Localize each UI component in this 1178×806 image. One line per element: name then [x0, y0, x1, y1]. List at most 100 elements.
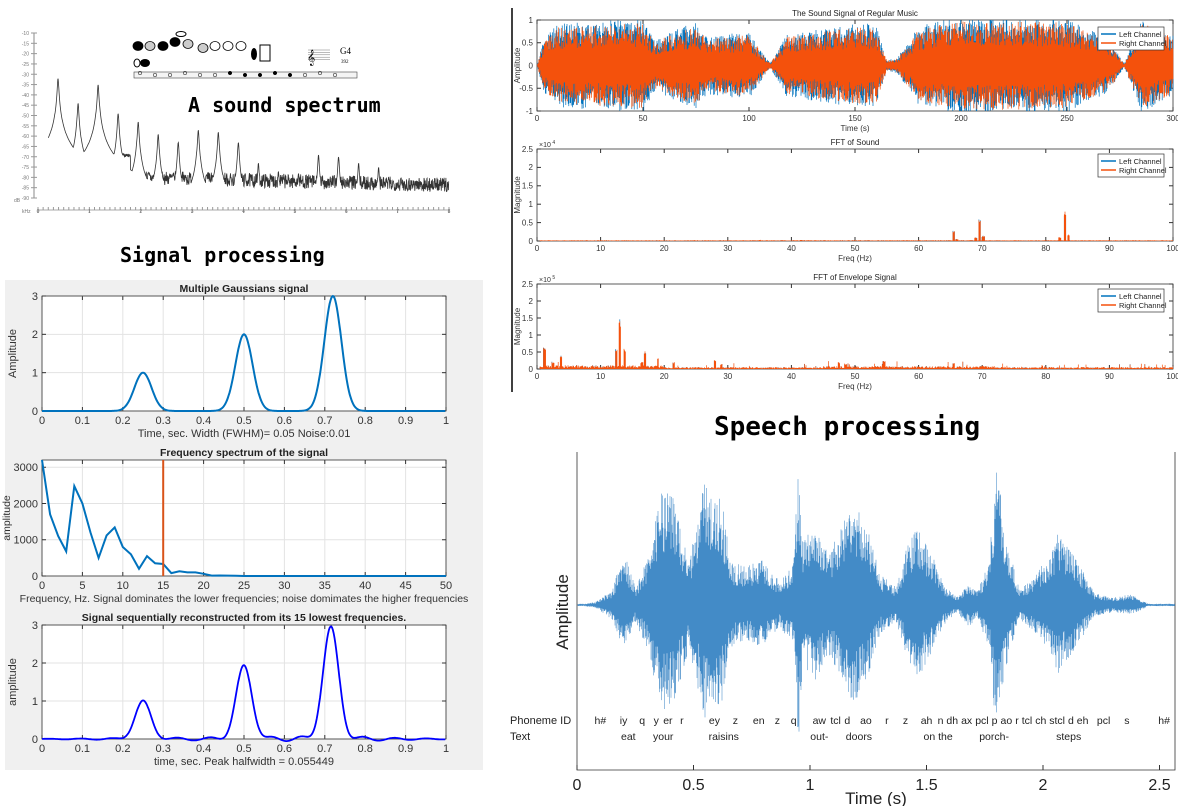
key-dot [317, 70, 323, 76]
x-tick-label: 0 [535, 244, 540, 253]
y-tick-label: -1 [526, 107, 534, 116]
y-tick-label: 1 [529, 16, 534, 25]
phoneme-label: y [654, 715, 660, 727]
phoneme-label: tcl [830, 715, 841, 727]
y-unit-label: dB [14, 198, 21, 204]
phoneme-label: z [775, 715, 780, 727]
x-tick-label: 0 [37, 209, 40, 215]
y-tick-label: 1 [529, 331, 534, 340]
x-tick-label: 50 [639, 114, 648, 123]
x-tick-label: 0.2 [115, 743, 130, 755]
x-tick-label: 0.6 [277, 743, 292, 755]
phoneme-label: pcl [975, 715, 988, 727]
y-tick-label: -45 [22, 103, 29, 109]
y-axis-label: Amplitude [553, 574, 572, 650]
x-tick-label: 90 [1105, 372, 1114, 381]
x-tick-label: 7 [396, 209, 399, 215]
x-tick-label: 1 [88, 209, 91, 215]
phoneme-label: ch [1035, 715, 1046, 727]
x-tick-label: 1.5 [915, 777, 937, 794]
word-label: your [653, 731, 674, 743]
key-dot [287, 72, 293, 78]
key-dot [152, 72, 158, 78]
x-tick-label: 100 [742, 114, 756, 123]
y-tick-label: 2 [32, 658, 38, 670]
x-axis-label: time, sec. Peak halfwidth = 0.055449 [154, 756, 334, 768]
x-tick-label: 60 [914, 372, 923, 381]
note-head [157, 41, 169, 51]
x-tick-label: 0 [535, 114, 540, 123]
y-tick-label: 2000 [14, 498, 38, 510]
x-tick-label: 0.5 [236, 415, 251, 427]
x-tick-label: 3 [191, 209, 194, 215]
note-box [259, 44, 271, 62]
key-dot [167, 72, 173, 78]
x-tick-label: 80 [1041, 372, 1050, 381]
phoneme-label: z [733, 715, 738, 727]
x-tick-label: 0 [39, 415, 45, 427]
x-tick-label: 20 [660, 244, 669, 253]
x-tick-label: 0.7 [317, 415, 332, 427]
x-tick-label: 5 [79, 580, 85, 592]
y-tick-label: 2 [529, 297, 534, 306]
phoneme-label: tcl [1022, 715, 1032, 727]
x-tick-label: 35 [319, 580, 331, 592]
phoneme-label: en [753, 715, 765, 727]
plot-frame [41, 295, 447, 412]
x-tick-label: 60 [914, 244, 923, 253]
y-tick-label: 1 [32, 696, 38, 708]
phoneme-label: r [680, 715, 684, 727]
legend-label-right: Right Channel [1119, 166, 1167, 175]
phoneme-label: er [663, 715, 673, 727]
x-tick-label: 0.6 [277, 415, 292, 427]
x-tick-label: 2 [139, 209, 142, 215]
x-tick-label: 30 [278, 580, 290, 592]
x-tick-label: 45 [399, 580, 411, 592]
phoneme-label: z [903, 715, 908, 727]
word-label: eat [621, 731, 636, 743]
x-tick-label: 200 [954, 114, 968, 123]
legend-label-left: Left Channel [1119, 292, 1162, 301]
y-tick-label: 2 [32, 329, 38, 341]
note-head [251, 48, 257, 60]
row-label-phoneme: Phoneme ID [510, 715, 571, 727]
phoneme-label: q [639, 715, 645, 727]
y-tick-label: 2.5 [522, 280, 534, 289]
x-axis-label: Time, sec. Width (FWHM)= 0.05 Noise:0.01 [138, 428, 351, 440]
x-tick-label: 0.2 [115, 415, 130, 427]
right-channel-line [539, 321, 1174, 369]
y-tick-label: 1 [32, 368, 38, 380]
y-tick-label: -65 [22, 144, 29, 150]
x-tick-label: 0.1 [75, 415, 90, 427]
word-label: raisins [709, 731, 739, 743]
y-tick-label: -90 [22, 196, 29, 202]
heading-speech-processing: Speech processing [714, 412, 980, 442]
note-head [175, 31, 187, 37]
note-head [132, 41, 144, 51]
x-tick-label: 0.8 [358, 743, 373, 755]
phoneme-label: ah [921, 715, 933, 727]
x-tick-label: 40 [787, 372, 796, 381]
y-axis-label: Amplitude [7, 329, 19, 378]
x-tick-label: 300 [1166, 114, 1178, 123]
plot-frame [41, 624, 447, 740]
x-tick-label: 70 [978, 244, 987, 253]
y-axis-label: amplitude [1, 495, 13, 541]
x-tick-label: 5 [293, 209, 296, 215]
row-label-text: Text [510, 731, 530, 743]
phoneme-label: p [992, 715, 998, 727]
phoneme-label: n [938, 715, 944, 727]
x-tick-label: 0.3 [156, 415, 171, 427]
y-tick-label: 0 [32, 406, 38, 418]
x-tick-label: 20 [197, 580, 209, 592]
x-tick-label: 100 [1166, 244, 1178, 253]
y-tick-label: -60 [22, 134, 29, 140]
y-multiplier: ×10 [539, 277, 551, 284]
x-tick-label: 20 [660, 372, 669, 381]
y-tick-label: 0.5 [522, 348, 534, 357]
note-head [235, 41, 247, 51]
x-tick-label: 1 [443, 415, 449, 427]
speech-waveform [577, 472, 1175, 732]
x-tick-label: 0.4 [196, 415, 211, 427]
